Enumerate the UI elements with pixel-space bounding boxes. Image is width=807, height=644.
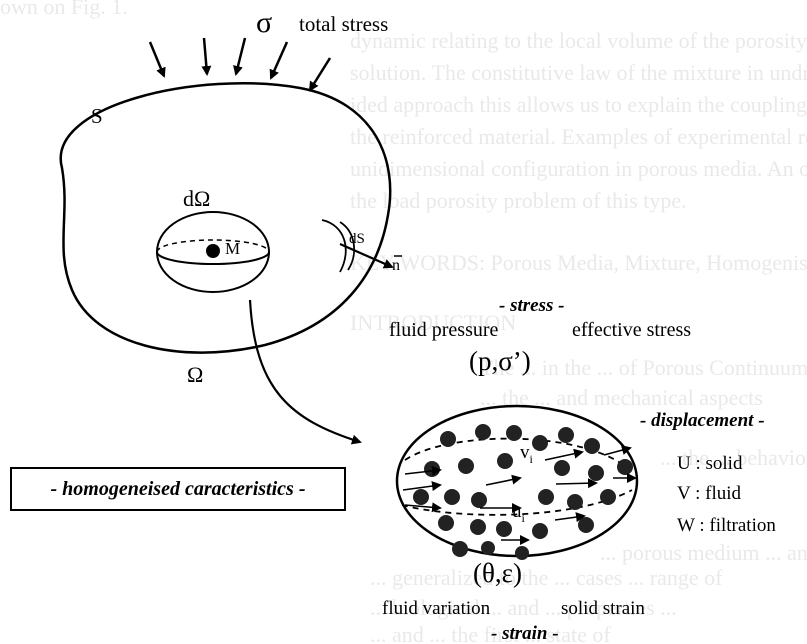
fluid-flow-arrows <box>403 448 635 540</box>
vi-label: vi <box>520 443 533 465</box>
u-solid-label: U : solid <box>677 454 742 473</box>
homogeneised-characteristics-box: - homogeneised caracteristics - <box>10 467 346 511</box>
stress-header: - stress - <box>499 296 564 315</box>
d-omega-label: dΩ <box>183 188 210 210</box>
strain-header: - strain - <box>491 624 559 643</box>
effective-stress-label: effective stress <box>572 320 691 340</box>
d-omega-ellipse <box>157 212 269 292</box>
normal-n-label: n <box>392 258 400 274</box>
zoom-arrow <box>250 300 360 442</box>
fluid-pressure-label: fluid pressure <box>389 320 498 340</box>
displacement-header: - displacement - <box>640 411 765 430</box>
sigma-symbol: σ <box>256 8 272 38</box>
total-stress-label: total stress <box>299 14 388 35</box>
ui-label: ui <box>512 502 525 524</box>
boundary-s-label: S <box>91 106 103 127</box>
v-fluid-label: V : fluid <box>677 484 741 503</box>
point-m-label: M <box>225 240 240 257</box>
stress-pair-label: (p,σ’) <box>469 348 531 375</box>
ds-label: dS <box>349 232 365 247</box>
w-filtration-label: W : filtration <box>677 516 776 535</box>
homogeneised-characteristics-label: - homogeneised caracteristics - <box>51 478 306 501</box>
fluid-variation-label: fluid variation <box>382 599 490 618</box>
solid-strain-label: solid strain <box>561 599 645 618</box>
omega-label: Ω <box>187 364 203 386</box>
strain-pair-label: (θ,ε) <box>473 560 522 587</box>
domain-boundary <box>61 83 390 352</box>
